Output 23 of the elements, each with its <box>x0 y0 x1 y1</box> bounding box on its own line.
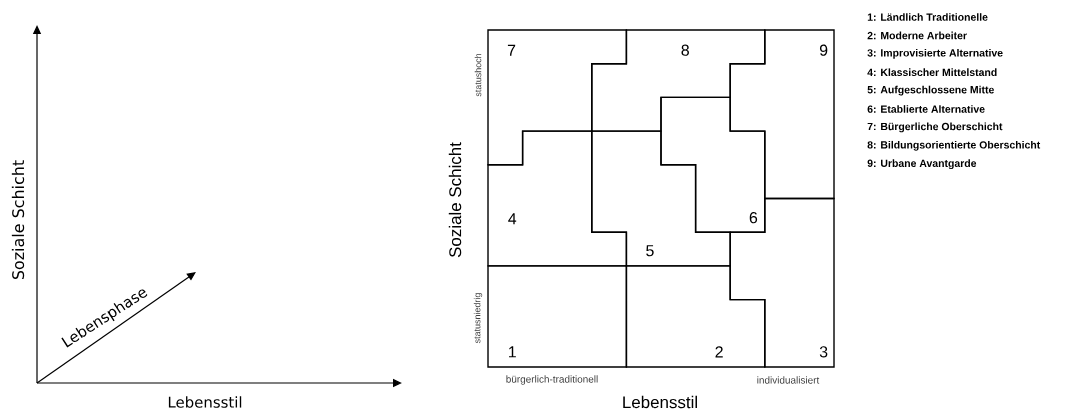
legend-text: 3: Improvisierte Alternative <box>867 48 1003 59</box>
axis-label: Lebensstil <box>623 395 697 409</box>
map-region: 4 <box>487 130 628 267</box>
legend-text: 4: Klassischer Mittelstand <box>867 68 997 77</box>
map-region: 9 <box>729 29 835 200</box>
legend-text: 6: Etablierte Alternative <box>867 105 985 113</box>
legend-text: 2: Moderne Arbeiter <box>867 31 967 40</box>
map-region: 1 <box>487 265 628 368</box>
map-region: 8 <box>591 29 766 132</box>
axis-label: Soziale Schicht <box>448 142 462 258</box>
legend-text: 5: Aufgeschlossene Mitte <box>867 85 994 96</box>
map-region: 2 <box>625 265 766 368</box>
scale-label: bürgerlich-traditionell <box>506 375 598 385</box>
legend-text: 7: Bürgerliche Oberschicht <box>867 122 1003 133</box>
map-region: 7 <box>487 29 628 166</box>
axis-label: Soziale Schicht <box>11 160 25 280</box>
legend-text: 8: Bildungsorientierte Oberschicht <box>867 140 1041 151</box>
scale-label: individualisiert <box>757 376 820 384</box>
legend-text: 9: Urbane Avantgarde <box>867 159 977 170</box>
map-region: 6 <box>660 96 766 233</box>
map-region: 5 <box>591 130 731 267</box>
axis-label: Lebensstil <box>168 396 242 408</box>
legend-text: 1: Ländlich Traditionelle <box>867 13 988 21</box>
